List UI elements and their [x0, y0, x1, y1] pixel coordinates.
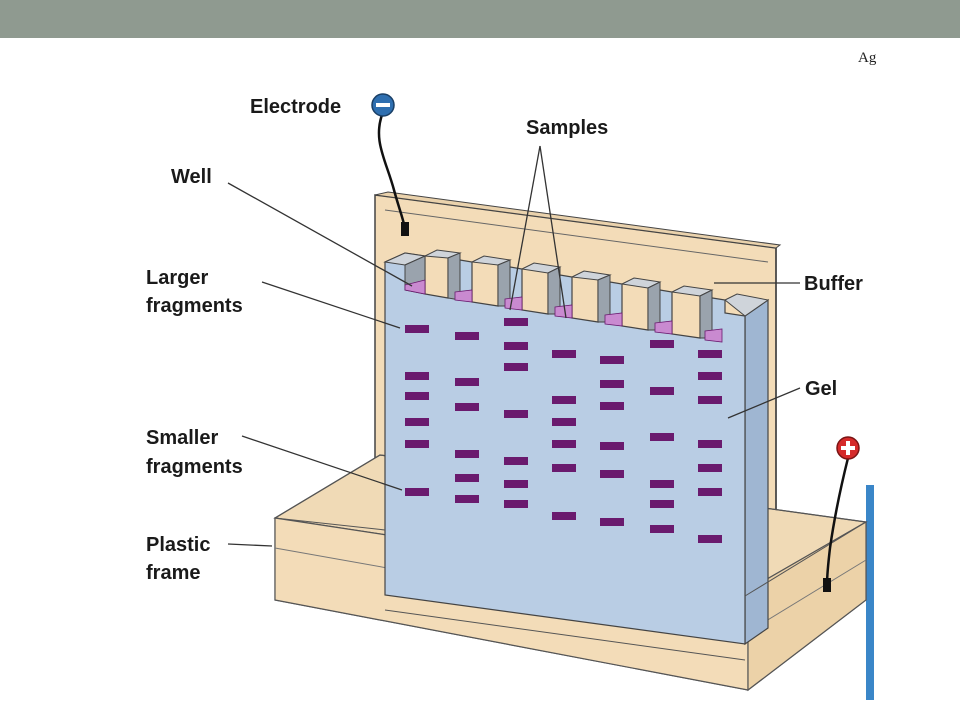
label-smaller-line1: Smaller: [146, 427, 218, 449]
band: [504, 500, 528, 508]
band: [552, 440, 576, 448]
corner-text: Ag: [858, 50, 877, 66]
label-larger-line1: Larger: [146, 267, 208, 289]
band: [698, 372, 722, 380]
label-electrode: Electrode: [250, 96, 341, 118]
band: [552, 512, 576, 520]
band: [552, 464, 576, 472]
band: [650, 525, 674, 533]
band: [405, 418, 429, 426]
band: [552, 418, 576, 426]
minus-circle-icon: [371, 93, 395, 117]
band: [455, 474, 479, 482]
band: [698, 464, 722, 472]
label-smaller-line2: fragments: [146, 456, 243, 478]
band: [600, 356, 624, 364]
band: [600, 518, 624, 526]
band: [455, 403, 479, 411]
band: [600, 380, 624, 388]
band: [552, 396, 576, 404]
band: [650, 340, 674, 348]
band: [504, 410, 528, 418]
label-larger-line2: fragments: [146, 295, 243, 317]
gel-slab: [383, 249, 770, 661]
band: [650, 433, 674, 441]
label-plastic-line1: Plastic: [146, 534, 210, 556]
band: [405, 372, 429, 380]
band: [455, 378, 479, 386]
band: [455, 450, 479, 458]
band: [504, 457, 528, 465]
band: [504, 480, 528, 488]
band: [600, 402, 624, 410]
negative-electrode: [371, 93, 409, 236]
label-samples: Samples: [526, 117, 608, 139]
dna-bands: [405, 318, 722, 543]
band: [405, 392, 429, 400]
band: [698, 396, 722, 404]
band: [650, 387, 674, 395]
band: [698, 488, 722, 496]
band: [455, 332, 479, 340]
band: [405, 440, 429, 448]
band: [552, 350, 576, 358]
label-plastic-line2: frame: [146, 562, 200, 584]
band: [504, 363, 528, 371]
band: [504, 342, 528, 350]
side-accent-strip: [866, 485, 874, 700]
band: [600, 442, 624, 450]
band: [650, 500, 674, 508]
label-well: Well: [171, 166, 212, 188]
label-gel: Gel: [805, 378, 837, 400]
band: [698, 350, 722, 358]
band: [405, 325, 429, 333]
positive-electrode: [823, 436, 860, 592]
band: [405, 488, 429, 496]
band: [698, 535, 722, 543]
band: [600, 470, 624, 478]
band: [455, 495, 479, 503]
band: [504, 318, 528, 326]
label-buffer: Buffer: [804, 273, 863, 295]
plus-circle-icon: [836, 436, 860, 460]
band: [698, 440, 722, 448]
leader-lines: [227, 145, 801, 547]
band: [650, 480, 674, 488]
slide-title-bar: [0, 0, 960, 38]
